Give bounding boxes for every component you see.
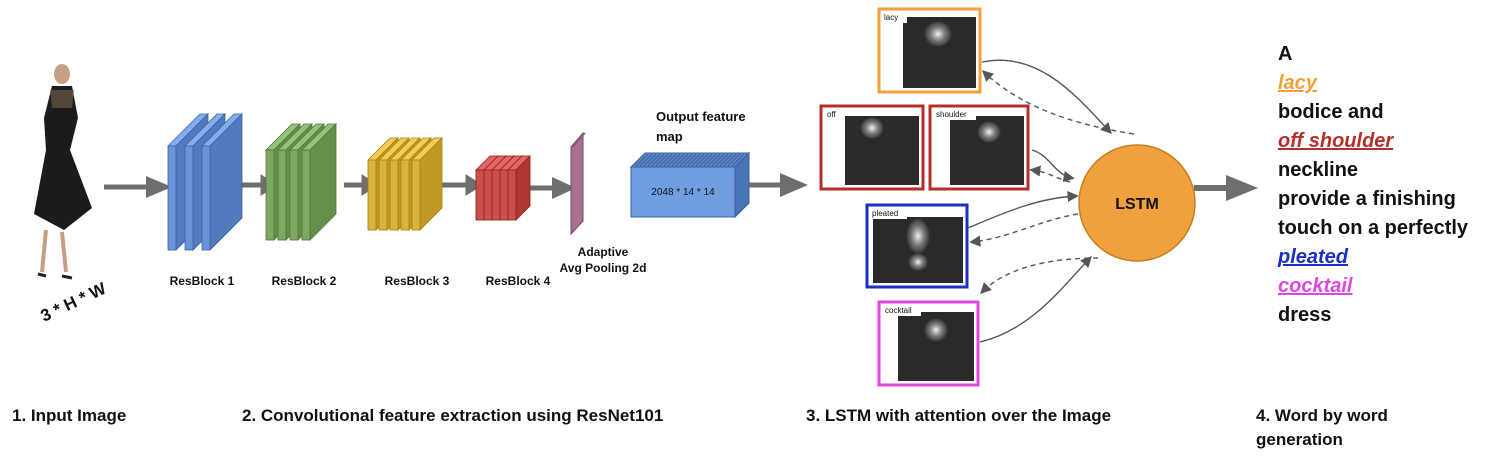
- attention-map-shoulder: shoulder: [928, 104, 1030, 191]
- attention-word-pleated: pleated: [872, 209, 898, 218]
- stage-1-label: 1. Input Image: [12, 406, 127, 425]
- stage-3-label: 3. LSTM with attention over the Image: [806, 406, 1112, 425]
- caption-word: provide a finishing: [1278, 188, 1456, 210]
- resblock-3-label: ResBlock 3: [385, 274, 450, 288]
- caption-word: dress: [1278, 304, 1332, 326]
- attention-map-off: off: [819, 104, 925, 191]
- attention-map-pleated: pleated: [865, 203, 969, 289]
- feature-map-block: [629, 151, 751, 219]
- feature-map-size-label: 2048 * 14 * 14: [651, 187, 715, 198]
- resblock-1-label: ResBlock 1: [170, 274, 235, 288]
- resblock-3: [367, 137, 443, 231]
- caption-word: lacy: [1278, 72, 1317, 94]
- caption-word: cocktail: [1278, 275, 1353, 297]
- caption-word: touch on a perfectly: [1278, 217, 1469, 239]
- lstm-node: [1078, 144, 1196, 262]
- caption-word: pleated: [1278, 246, 1349, 268]
- pooling-label-line2: Avg Pooling 2d: [560, 261, 647, 275]
- attention-map-cocktail: cocktail: [877, 300, 980, 387]
- caption-word: bodice and: [1278, 101, 1384, 123]
- attention-map-lacy: lacy: [877, 7, 982, 94]
- pooling-label-line1: Adaptive: [578, 245, 629, 259]
- resblock-2-label: ResBlock 2: [272, 274, 337, 288]
- lstm-label: LSTM: [1115, 196, 1159, 213]
- feature-map-title-line2: map: [656, 129, 683, 144]
- stage-4-label-line1: 4. Word by word: [1256, 406, 1388, 425]
- attention-connections: [967, 59, 1135, 343]
- feature-map-title-line1: Output feature: [656, 109, 746, 124]
- resblock-2: [265, 123, 337, 241]
- attention-word-off: off: [827, 110, 837, 119]
- caption-word: off shoulder: [1278, 130, 1394, 152]
- stage-2-label: 2. Convolutional feature extraction usin…: [242, 406, 664, 425]
- input-dimension-label: 3 * H * W: [38, 278, 110, 325]
- caption-word: A: [1278, 43, 1293, 65]
- input-image: [34, 64, 92, 280]
- caption-word: neckline: [1278, 159, 1359, 181]
- attention-word-lacy: lacy: [884, 13, 898, 22]
- resblock-4: [475, 155, 531, 221]
- resblock-4-label: ResBlock 4: [486, 274, 551, 288]
- avg-pooling-layer: [570, 131, 586, 236]
- stage-4-label-line2: generation: [1256, 430, 1343, 449]
- attention-word-shoulder: shoulder: [936, 110, 967, 119]
- attention-word-cocktail: cocktail: [885, 306, 912, 315]
- resblock-1: [167, 113, 243, 251]
